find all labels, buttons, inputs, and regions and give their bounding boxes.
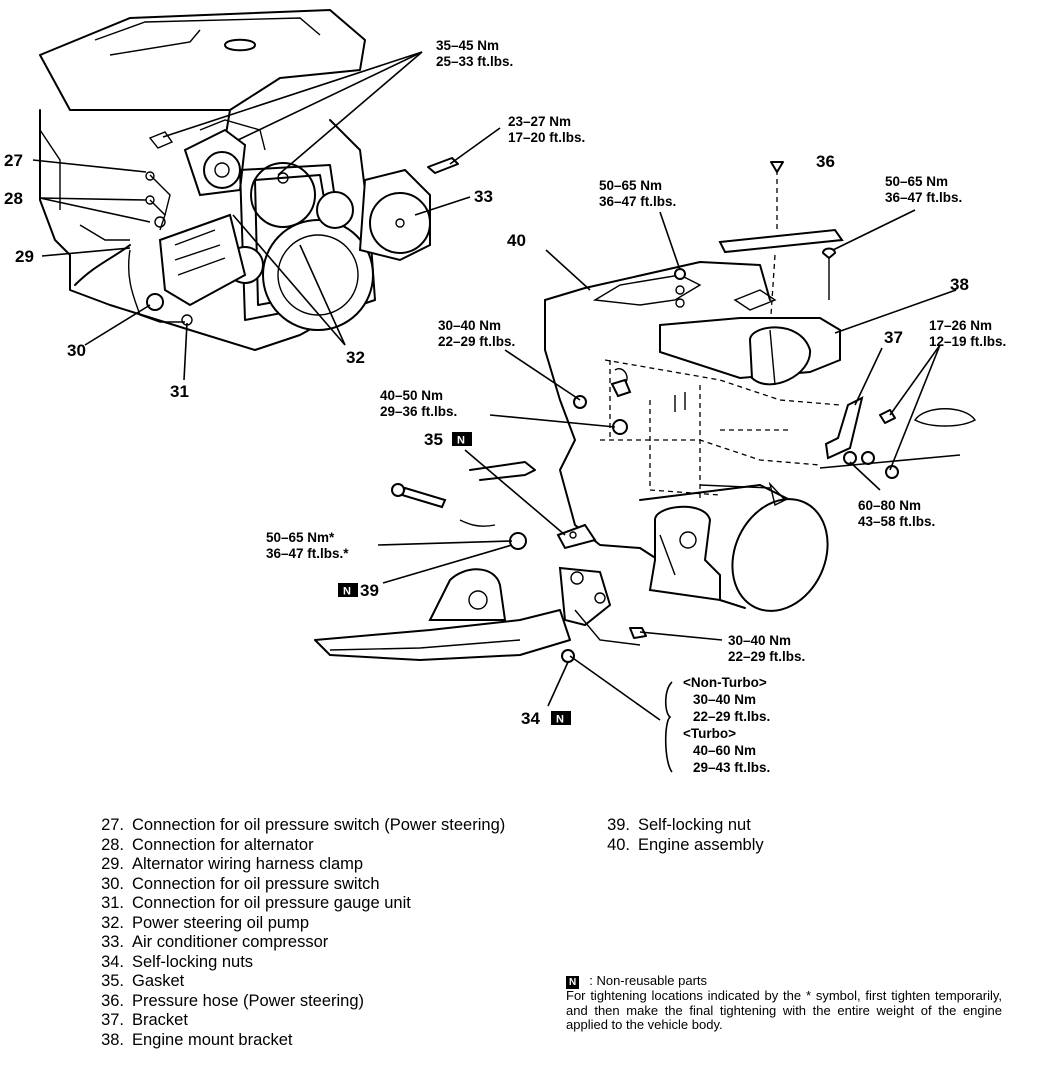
- torque-spec-3: 50–65 Nm 36–47 ft.lbs.: [599, 178, 676, 209]
- legend-item: 35. Gasket: [88, 972, 508, 992]
- legend-item: 30. Connection for oil pressure switch: [88, 875, 508, 895]
- legend-number: 35.: [101, 972, 124, 990]
- legend-number: 29.: [101, 855, 124, 873]
- parts-legend-right: 39. Self-locking nut 40. Engine assembly: [594, 816, 894, 855]
- callout-39: 39: [360, 581, 379, 600]
- parts-legend-left: 27. Connection for oil pressure switch (P…: [88, 816, 508, 1050]
- callout-38: 38: [950, 275, 969, 294]
- legend-item: 38. Engine mount bracket: [88, 1031, 508, 1051]
- leader-lines-right: [377, 209, 961, 773]
- torque-spec-9: 50–65 Nm* 36–47 ft.lbs.*: [266, 530, 349, 561]
- callout-28: 28: [4, 189, 23, 208]
- legend-text: Connection for alternator: [132, 835, 314, 854]
- legend-number: 37.: [101, 1011, 124, 1029]
- legend-text: Connection for oil pressure switch: [132, 874, 380, 893]
- legend-item: 40. Engine assembly: [594, 836, 894, 856]
- torque-spec-8: 60–80 Nm 43–58 ft.lbs.: [858, 498, 935, 529]
- note-title: : Non-reusable parts: [589, 973, 708, 988]
- callout-32: 32: [346, 348, 365, 367]
- svg-text:N: N: [556, 714, 564, 726]
- callout-27: 27: [4, 151, 23, 170]
- legend-text: Pressure hose (Power steering): [132, 991, 365, 1010]
- nonreusable-mark-39: [338, 583, 358, 597]
- callout-30: 30: [67, 341, 86, 360]
- legend-number: 33.: [101, 933, 124, 951]
- callout-36: 36: [816, 152, 835, 171]
- legend-item: 37. Bracket: [88, 1011, 508, 1031]
- legend-number: 39.: [607, 816, 630, 834]
- torque-spec-6: 17–26 Nm 12–19 ft.lbs.: [929, 318, 1006, 349]
- torque-spec-7: 40–50 Nm 29–36 ft.lbs.: [380, 388, 457, 419]
- legend-text: Self-locking nuts: [132, 952, 254, 971]
- callout-31: 31: [170, 382, 189, 401]
- legend-text: Connection for oil pressure switch (Powe…: [132, 816, 506, 834]
- callout-34: 34: [521, 709, 540, 728]
- legend-item: 28. Connection for alternator: [88, 836, 508, 856]
- torque-spec-2: 23–27 Nm 17–20 ft.lbs.: [508, 114, 585, 145]
- legend-text: Engine mount bracket: [132, 1030, 293, 1049]
- nonreusable-mark: N: [566, 976, 580, 989]
- legend-text: Alternator wiring harness clamp: [132, 855, 364, 873]
- svg-text:N: N: [457, 435, 465, 447]
- callouts: 27 28 29 30 31 32 33 36 40 38 37 35 N N …: [4, 151, 969, 728]
- note-body: For tightening locations indicated by th…: [566, 988, 1002, 1032]
- legend-item: 27. Connection for oil pressure switch (P…: [88, 816, 508, 836]
- legend-item: 32. Power steering oil pump: [88, 914, 508, 934]
- nonreusable-mark-34: [551, 711, 571, 725]
- callout-29: 29: [15, 247, 34, 266]
- engine-assembly-drawing: [314, 161, 977, 663]
- legend-item: 34. Self-locking nuts: [88, 953, 508, 973]
- svg-text:N: N: [343, 586, 351, 598]
- torque-specs: 35–45 Nm 25–33 ft.lbs. 23–27 Nm 17–20 ft…: [266, 38, 1006, 775]
- callout-40: 40: [507, 231, 526, 250]
- callout-37: 37: [884, 328, 903, 347]
- legend-number: 30.: [101, 874, 124, 893]
- legend-text: Gasket: [132, 972, 185, 990]
- nonreusable-mark-35: [452, 432, 472, 446]
- legend-number: 36.: [101, 991, 124, 1010]
- legend-number: 38.: [101, 1030, 124, 1049]
- legend-text: Engine assembly: [638, 835, 764, 854]
- legend-text: Self-locking nut: [638, 816, 751, 834]
- legend-item: 31. Connection for oil pressure gauge uni…: [88, 894, 508, 914]
- legend-number: 28.: [101, 835, 124, 854]
- legend-number: 27.: [101, 816, 124, 834]
- torque-spec-1: 35–45 Nm 25–33 ft.lbs.: [436, 38, 513, 69]
- legend-number: 40.: [607, 835, 630, 854]
- leader-lines-left: [32, 51, 501, 381]
- legend-item: 33. Air conditioner compressor: [88, 933, 508, 953]
- torque-spec-5: 30–40 Nm 22–29 ft.lbs.: [438, 318, 515, 349]
- torque-spec-11: <Non-Turbo> 30–40 Nm 22–29 ft.lbs. <Turb…: [683, 675, 774, 775]
- legend-text: Bracket: [132, 1011, 188, 1029]
- left-engine-drawing: [39, 9, 459, 351]
- callout-33: 33: [474, 187, 493, 206]
- legend-text: Air conditioner compressor: [132, 933, 329, 951]
- engine-removal-diagram: 27 28 29 30 31 32 33 36 40 38 37 35 N N …: [4, 9, 1006, 775]
- legend-number: 34.: [101, 952, 124, 971]
- legend-number: 32.: [101, 913, 124, 932]
- legend-text: Connection for oil pressure gauge unit: [132, 894, 411, 912]
- legend-item: 29. Alternator wiring harness clamp: [88, 855, 508, 875]
- nonreusable-note: N : Non-reusable parts For tightening loc…: [566, 973, 1002, 1033]
- legend-number: 31.: [101, 894, 124, 912]
- legend-text: Power steering oil pump: [132, 913, 310, 932]
- legend-item: 36. Pressure hose (Power steering): [88, 992, 508, 1012]
- callout-35: 35: [424, 430, 443, 449]
- legend-item: 39. Self-locking nut: [594, 816, 894, 836]
- torque-spec-10: 30–40 Nm 22–29 ft.lbs.: [728, 633, 805, 664]
- torque-spec-4: 50–65 Nm 36–47 ft.lbs.: [885, 174, 962, 205]
